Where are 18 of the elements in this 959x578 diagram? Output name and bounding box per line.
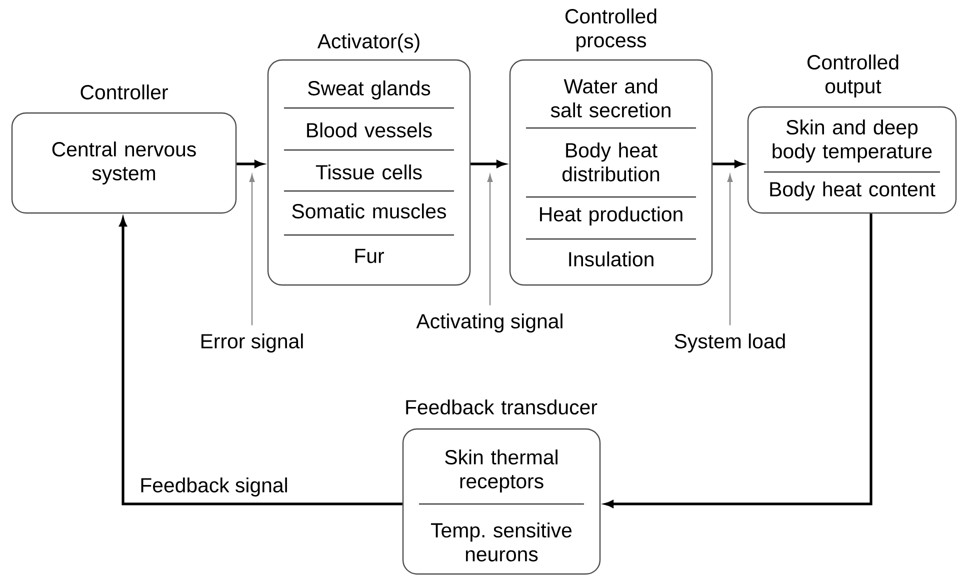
- node-label: Tissue cells: [316, 164, 422, 180]
- box-heading: Controlled process: [566, 8, 656, 52]
- process-box: Skin thermal receptors Temp. sensitive neurons: [402, 428, 601, 575]
- box-heading: Feedback transducer: [406, 400, 598, 414]
- box-heading: Activator(s): [317, 33, 420, 52]
- arrow: [487, 174, 493, 306]
- box-heading: Controlled output: [807, 54, 898, 98]
- node-label: Sweat glands: [308, 80, 430, 100]
- node-label: Water and salt secretion: [550, 78, 670, 118]
- signal-label: Activating signal: [416, 313, 562, 332]
- node-label: Somatic muscles: [292, 203, 446, 218]
- node-label: Blood vessels: [307, 122, 432, 138]
- process-box: Skin and deep body temperature Body heat content: [747, 106, 957, 214]
- node-label: Body heat distribution: [562, 142, 660, 182]
- box-heading: Controller: [80, 84, 168, 100]
- process-box: Water and salt secretion Body heat distribution Heat production Insulation: [509, 59, 713, 286]
- process-box: Central nervous system: [11, 112, 237, 214]
- process-box: Sweat glands Blood vessels Tissue cells Somatic muscles Fur: [267, 59, 471, 286]
